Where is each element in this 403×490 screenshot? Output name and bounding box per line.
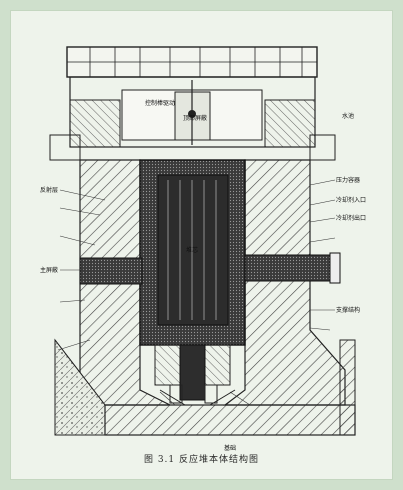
diagram-label: 控制棒驱动 (145, 99, 175, 107)
foundation (54, 338, 356, 436)
scanned-page: 顶部屏蔽控制棒驱动堆芯反射层压力容器冷却剂入口冷却剂出口主屏蔽支撑结构水池基础 … (10, 10, 393, 480)
beam-ports (79, 252, 341, 285)
diagram-label: 顶部屏蔽 (183, 114, 207, 122)
diagram-label: 冷却剂入口 (336, 196, 366, 204)
leader-lines (57, 179, 336, 406)
diagram-label: 堆芯 (186, 246, 198, 254)
diagram-label: 压力容器 (336, 176, 360, 184)
upper-chamber (49, 76, 336, 161)
figure-caption: 图 3.1 反应堆本体结构图 (143, 455, 260, 465)
diagram-label: 支撑结构 (336, 306, 360, 314)
diagram-label: 冷却剂出口 (336, 214, 366, 222)
diagram-label: 主屏蔽 (40, 266, 58, 274)
diagram-label: 水池 (342, 112, 354, 120)
diagram-label: 基础 (224, 444, 236, 452)
top-slab (66, 46, 318, 78)
lower-structure (154, 344, 236, 406)
diagram-label: 反射层 (40, 186, 58, 194)
